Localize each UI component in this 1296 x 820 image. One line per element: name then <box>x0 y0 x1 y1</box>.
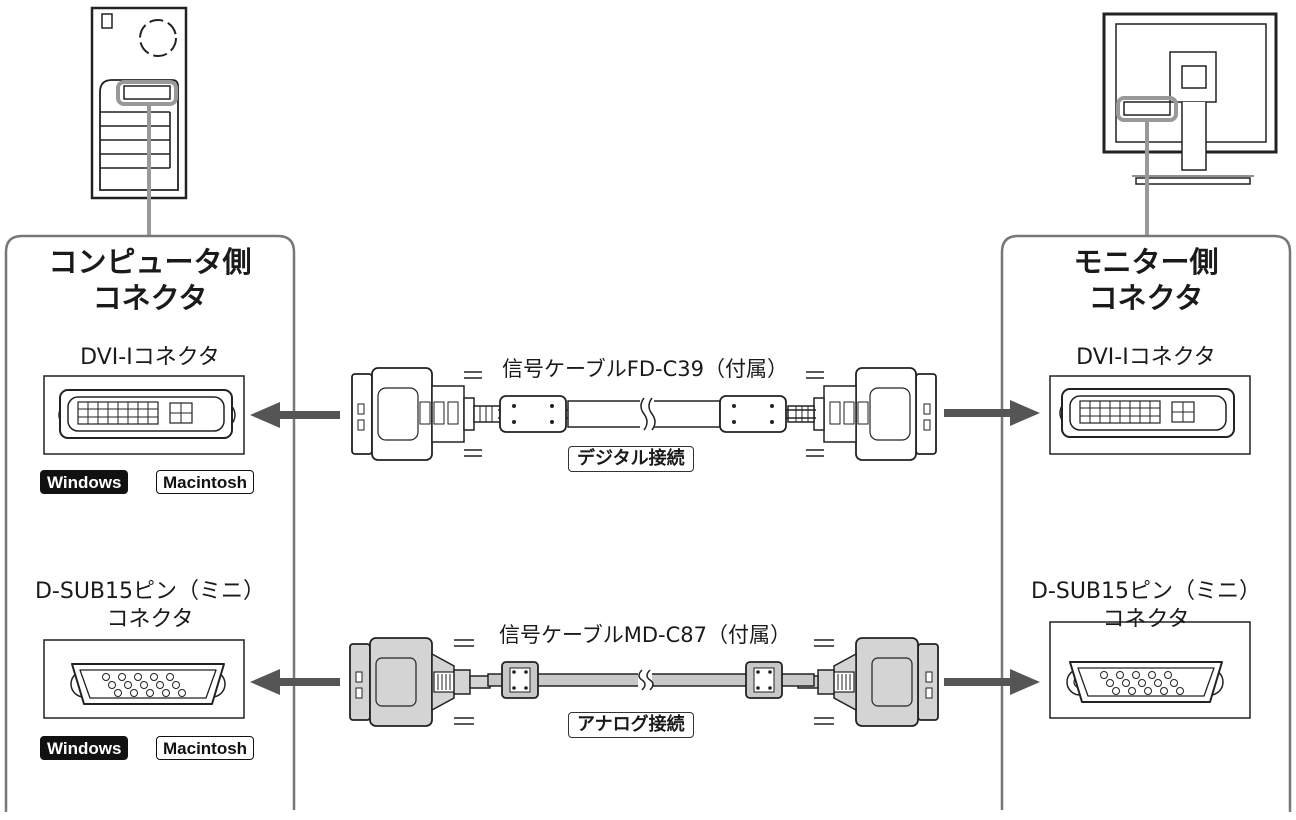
windows-badge: Windows <box>40 736 129 760</box>
right-vga-port-icon <box>1066 661 1224 703</box>
macintosh-badge: Macintosh <box>156 736 255 760</box>
digital-cable-name: 信号ケーブルFD-C39（付属） <box>502 357 788 381</box>
left-panel-border <box>4 234 296 812</box>
left-dvi-label: DVI-Iコネクタ <box>80 345 220 370</box>
right-dsub-label-line2: コネクタ <box>1102 607 1190 632</box>
macintosh-badge: Macintosh <box>156 470 255 494</box>
right-dsub-label-line1: D-SUB15ピン（ミニ） <box>1030 579 1262 604</box>
vga-cable-icon <box>349 637 939 727</box>
analog-connection-tag: アナログ接続 <box>568 712 694 738</box>
right-panel-title-line1: モニター側 <box>1073 245 1219 279</box>
left-dsub-label-line1: D-SUB15ピン（ミニ） <box>34 579 266 604</box>
left-vga-port-icon <box>70 663 226 705</box>
arrow-left-icon <box>250 669 340 695</box>
arrow-right-icon <box>944 400 1040 426</box>
monitor-icon <box>1102 12 1278 185</box>
analog-cable-name: 信号ケーブルMD-C87（付属） <box>499 623 791 647</box>
right-panel-title-line2: コネクタ <box>1088 281 1204 315</box>
digital-connection-tag: デジタル接続 <box>568 446 694 472</box>
computer-tower-icon <box>90 6 188 200</box>
dvi-cable-icon <box>351 367 937 461</box>
left-dsub-label-line2: コネクタ <box>106 607 194 632</box>
left-panel-title-line2: コネクタ <box>92 281 208 315</box>
left-panel-title-line1: コンピュータ側 <box>48 245 252 279</box>
right-panel-border <box>1000 234 1292 812</box>
arrow-right-icon <box>944 669 1040 695</box>
left-dvi-port-icon <box>58 389 236 439</box>
windows-badge: Windows <box>40 470 129 494</box>
right-dvi-port-icon <box>1059 388 1235 438</box>
right-dvi-label: DVI-Iコネクタ <box>1076 345 1216 370</box>
arrow-left-icon <box>250 402 340 428</box>
